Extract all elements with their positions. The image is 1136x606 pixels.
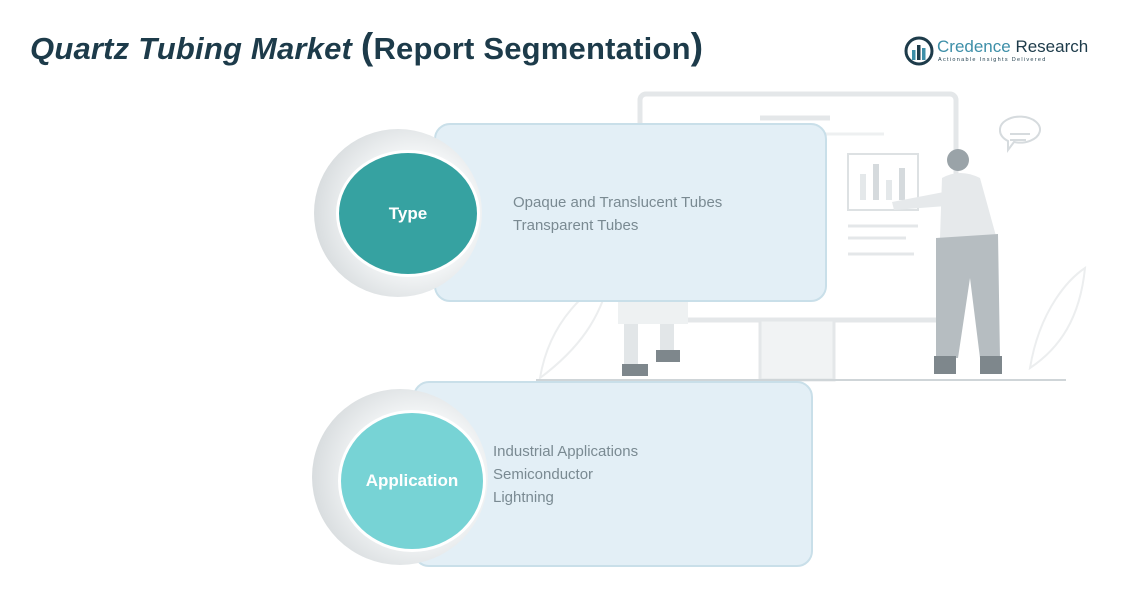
application-segment-list: Industrial Applications Semiconductor Li…	[493, 440, 638, 509]
logo-tagline: Actionable Insights Delivered	[938, 57, 1047, 63]
list-item: Transparent Tubes	[513, 217, 639, 234]
logo-name-second: Research	[1015, 37, 1089, 56]
list-item: Semiconductor	[493, 466, 594, 483]
brand-logo: Credence Research Actionable Insights De…	[904, 36, 1094, 70]
list-item: Industrial Applications	[493, 443, 639, 460]
type-segment-list: Opaque and Translucent Tubes Transparent…	[513, 191, 722, 237]
type-segment-card	[434, 123, 827, 302]
credence-logo-icon	[904, 36, 934, 66]
list-item: Opaque and Translucent Tubes	[513, 194, 723, 211]
list-item: Lightning	[493, 489, 554, 506]
type-segment-circle: Type	[336, 150, 480, 277]
application-segment-circle: Application	[338, 410, 486, 552]
title-market: Quartz Tubing Market	[30, 31, 353, 66]
page-title: Quartz Tubing Market (Report Segmentatio…	[30, 26, 703, 68]
title-open-paren: (	[360, 26, 374, 67]
title-close-paren: )	[690, 26, 704, 67]
logo-name-first: Credence	[937, 37, 1011, 56]
logo-name: Credence Research	[937, 37, 1088, 57]
title-segmentation: Report Segmentation	[373, 31, 691, 66]
